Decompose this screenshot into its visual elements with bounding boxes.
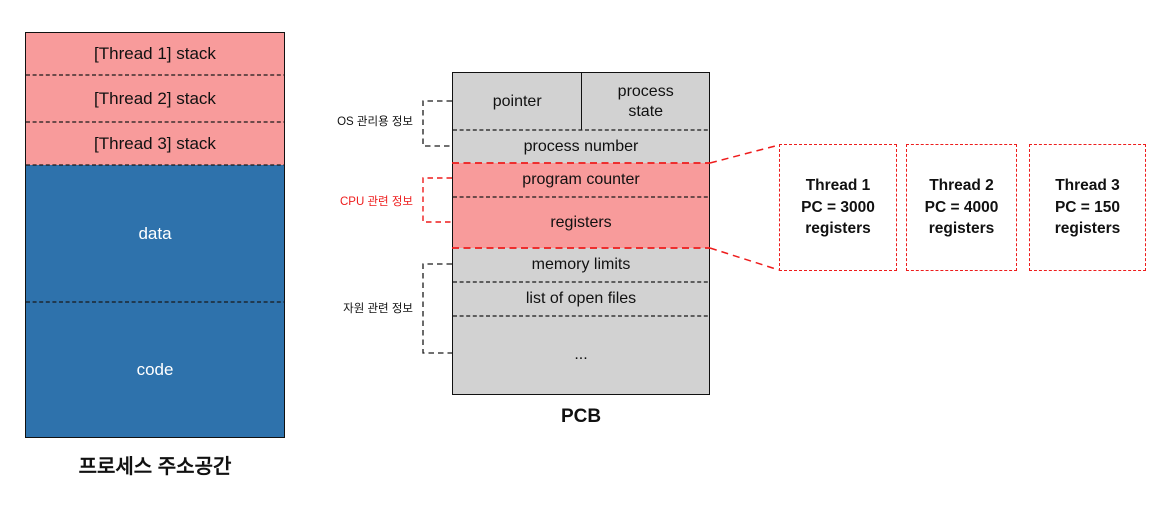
pcb-cell-process-state: process state [582,73,709,130]
thread-registers: registers [805,220,871,238]
pcb-cell-registers: registers [453,197,709,248]
thread3-detail-box: Thread 3 PC = 150 registers [1029,144,1146,271]
section-thread2-stack: [Thread 2] stack [26,75,284,122]
section-thread3-stack: [Thread 3] stack [26,122,284,165]
pcb-cell-label: memory limits [531,256,631,273]
annotation-cpu-related-info: CPU 관련 정보 [340,196,413,208]
connector-line-bottom [709,247,780,271]
section-label: [Thread 2] stack [94,88,216,108]
section-label: code [136,359,174,379]
pcb-cell-label: process number [523,137,639,155]
pcb-box: pointer process state process number pro… [452,72,710,395]
annotation-os-management-info: OS 관리용 정보 [337,116,413,128]
section-label: [Thread 3] stack [94,133,216,153]
thread-pc: PC = 4000 [924,198,999,216]
thread-name: Thread 1 [805,177,871,195]
section-label: data [138,223,172,243]
thread-name: Thread 2 [929,177,994,195]
pcb-cell-label: registers [550,213,612,231]
pcb-cell-label: list of open files [525,290,637,307]
pcb-cell-memory-limits: memory limits [453,248,709,282]
bracket-cpu-info [422,177,452,223]
pcb-cell-label: process state [617,82,674,120]
pcb-cell-ellipsis: ... [453,316,709,394]
pcb-cell-label: pointer [492,92,542,110]
thread-name: Thread 3 [1055,177,1120,195]
section-data: data [26,165,284,302]
thread-pc: PC = 3000 [801,198,875,216]
annotation-resource-related-info: 자원 관련 정보 [343,303,413,315]
pcb-cell-open-files: list of open files [453,282,709,316]
thread-registers: registers [1054,220,1121,238]
section-thread1-stack: [Thread 1] stack [26,33,284,75]
section-label: [Thread 1] stack [94,44,216,63]
section-code: code [26,302,284,437]
bracket-os-info [422,100,452,147]
pcb-cell-label: program counter [522,171,640,188]
pcb-cell-process-number: process number [453,130,709,163]
pcb-cell-label: ... [574,346,588,363]
bracket-resource-info [422,263,452,354]
thread-pc: PC = 150 [1054,198,1121,216]
thread2-detail-box: Thread 2 PC = 4000 registers [906,144,1017,271]
thread-registers: registers [928,220,995,238]
pcb-cell-pointer: pointer [453,73,583,130]
connector-line-top [709,144,780,164]
pcb-caption: PCB [560,406,602,427]
process-address-space-box: [Thread 1] stack [Thread 2] stack [Threa… [25,32,285,438]
address-space-caption: 프로세스 주소공간 [78,456,232,478]
pcb-cell-program-counter: program counter [453,163,709,197]
pcb-row-pointer-state: pointer process state [453,73,709,130]
thread1-detail-box: Thread 1 PC = 3000 registers [779,144,897,271]
